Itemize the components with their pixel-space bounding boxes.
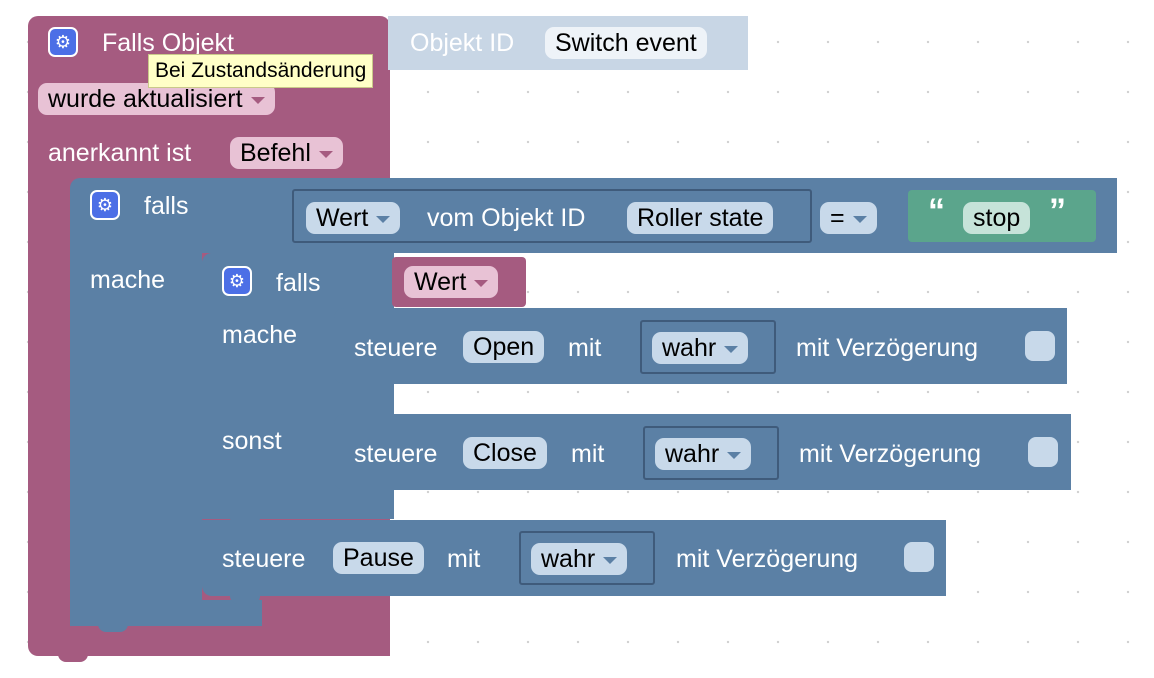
pause-block-notch <box>230 594 260 604</box>
gear-icon[interactable]: ⚙ <box>90 190 120 220</box>
control-value-dropdown[interactable]: wahr <box>655 438 752 470</box>
trigger-title: Falls Objekt <box>102 29 234 57</box>
ack-label: anerkannt ist <box>48 139 192 167</box>
control-value-dropdown[interactable]: wahr <box>531 543 628 575</box>
caret-down-icon <box>376 215 391 223</box>
inner-if-label: falls <box>276 269 321 297</box>
control-target-value: Open <box>473 333 535 361</box>
operator-value: = <box>830 204 845 232</box>
control-value-dropdown[interactable]: wahr <box>652 332 749 364</box>
value-slot <box>519 531 655 585</box>
delay-checkbox[interactable] <box>1025 331 1055 361</box>
from-object-label: vom Objekt ID <box>427 204 586 232</box>
inner-do-label: mache <box>222 321 298 349</box>
objekt-id-label: Objekt ID <box>410 29 515 57</box>
gear-icon[interactable]: ⚙ <box>48 27 78 57</box>
open-quote-icon: “ <box>928 192 945 230</box>
outer-do-label: mache <box>90 266 166 294</box>
string-value: stop <box>973 204 1021 232</box>
control-label: steuere <box>222 545 306 573</box>
ack-dropdown[interactable]: Befehl <box>230 137 343 169</box>
caret-down-icon <box>852 215 867 223</box>
mode-value: wurde aktualisiert <box>48 85 243 113</box>
value-slot <box>640 320 776 374</box>
operator-dropdown[interactable]: = <box>820 202 877 234</box>
delay-label: mit Verzögerung <box>799 440 982 468</box>
control-with-label: mit <box>447 545 481 573</box>
caret-down-icon <box>250 96 265 104</box>
outer-if-label: falls <box>144 192 189 220</box>
delay-checkbox[interactable] <box>1028 437 1058 467</box>
control-with-label: mit <box>568 334 602 362</box>
ack-value: Befehl <box>240 139 311 167</box>
value-dropdown[interactable]: Wert <box>306 202 401 234</box>
condition-value: Wert <box>414 268 467 296</box>
tooltip-text: Bei Zustandsänderung <box>155 59 367 82</box>
object-id-field[interactable]: Roller state <box>627 202 774 234</box>
caret-down-icon <box>474 279 489 287</box>
control-value: wahr <box>541 545 596 573</box>
control-target-value: Close <box>473 439 537 467</box>
gear-icon[interactable]: ⚙ <box>222 266 252 296</box>
caret-down-icon <box>318 150 333 158</box>
outer-if-bottom <box>70 600 262 626</box>
control-target-field[interactable]: Pause <box>333 542 424 574</box>
string-field[interactable]: stop <box>963 202 1031 234</box>
object-id-value: Roller state <box>637 204 764 232</box>
condition-slot <box>292 189 812 243</box>
control-target-field[interactable]: Close <box>463 437 547 469</box>
mode-dropdown[interactable]: wurde aktualisiert <box>38 83 275 115</box>
value-dropdown-value: Wert <box>316 204 369 232</box>
caret-down-icon <box>724 345 739 353</box>
control-target-field[interactable]: Open <box>463 331 545 363</box>
caret-down-icon <box>727 451 742 459</box>
objekt-id-value: Switch event <box>555 29 697 57</box>
inner-else-label: sonst <box>222 427 282 455</box>
tooltip: Bei Zustandsänderung <box>148 54 374 88</box>
condition-value-dropdown[interactable]: Wert <box>404 266 499 298</box>
delay-label: mit Verzögerung <box>676 545 859 573</box>
control-with-label: mit <box>571 440 605 468</box>
control-label: steuere <box>354 334 438 362</box>
caret-down-icon <box>603 556 618 564</box>
close-quote-icon: ” <box>1049 192 1066 230</box>
value-slot <box>643 426 779 480</box>
delay-label: mit Verzögerung <box>796 334 979 362</box>
control-target-value: Pause <box>343 544 414 572</box>
control-value: wahr <box>662 334 717 362</box>
control-label: steuere <box>354 440 438 468</box>
outer-if-spine <box>70 250 202 626</box>
control-value: wahr <box>665 440 720 468</box>
delay-checkbox[interactable] <box>904 542 934 572</box>
outer-if-notch <box>98 622 128 632</box>
trigger-block-notch <box>58 652 88 662</box>
objekt-id-field[interactable]: Switch event <box>545 27 707 59</box>
